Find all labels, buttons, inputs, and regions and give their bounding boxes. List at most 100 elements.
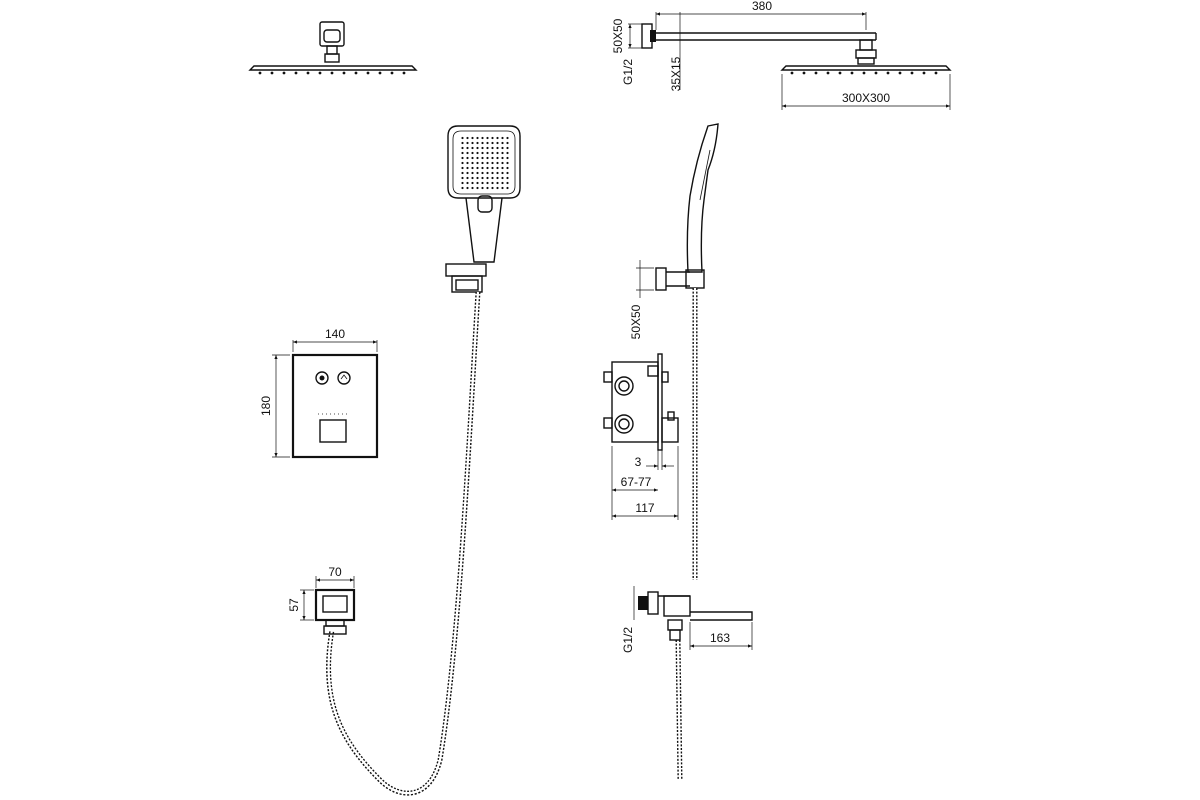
hand-nozzle-dot	[461, 171, 464, 175]
hand-nozzle-dot	[481, 171, 484, 175]
hand-nozzle-dot	[491, 181, 494, 185]
hand-nozzle-dot	[481, 166, 484, 170]
nozzle-dot	[402, 71, 406, 75]
hand-nozzle-dot	[471, 176, 474, 180]
hand-nozzle-dot	[491, 161, 494, 165]
nozzle-dot	[934, 71, 938, 75]
dim-spout-thread: G1/2	[621, 627, 635, 653]
nozzle-dot	[790, 71, 794, 75]
nozzle-dot	[366, 71, 370, 75]
nozzle-dot	[342, 71, 346, 75]
dim-flange-size: 50X50	[611, 18, 625, 53]
hand-nozzle-dot	[496, 186, 499, 190]
hand-nozzle-dot	[501, 181, 504, 185]
hand-nozzle-dot	[461, 186, 464, 190]
dim-arm-section: 35X15	[669, 56, 683, 91]
hand-nozzle-dot	[506, 161, 509, 165]
hand-nozzle-dot	[506, 166, 509, 170]
hand-nozzle-dot	[471, 181, 474, 185]
hand-nozzle-dot	[466, 146, 469, 150]
hand-nozzle-dot	[466, 136, 469, 140]
hand-nozzle-dot	[486, 161, 489, 165]
hand-nozzle-dot	[461, 161, 464, 165]
hand-nozzle-dot	[506, 156, 509, 160]
hand-nozzle-dot	[491, 146, 494, 150]
hand-nozzle-dot	[476, 186, 479, 190]
nozzle-dot	[390, 71, 394, 75]
nozzle-dot	[826, 71, 830, 75]
hand-nozzle-dot	[501, 156, 504, 160]
nozzle-dot	[874, 71, 878, 75]
hand-nozzle-dot	[471, 161, 474, 165]
hand-nozzle-dot	[506, 146, 509, 150]
hand-nozzle-dot	[506, 151, 509, 155]
dim-holder-flange: 50X50	[629, 304, 643, 339]
hand-nozzle-dot	[486, 186, 489, 190]
hand-shower-nozzles	[461, 136, 509, 190]
dim-spout-length: 163	[710, 631, 730, 645]
nozzle-dot	[354, 71, 358, 75]
hand-nozzle-dot	[471, 141, 474, 145]
hand-nozzle-dot	[501, 171, 504, 175]
spout-side-view: G1/2 163	[621, 586, 753, 653]
dim-arm-length: 380	[752, 0, 772, 13]
hand-nozzle-dot	[491, 176, 494, 180]
nozzle-dot	[378, 71, 382, 75]
nozzle-dot	[330, 71, 334, 75]
hand-nozzle-dot	[501, 161, 504, 165]
hand-nozzle-dot	[476, 156, 479, 160]
rain-head-nozzles-side	[790, 71, 938, 75]
hand-nozzle-dot	[496, 171, 499, 175]
hand-nozzle-dot	[491, 166, 494, 170]
wall-outlet: 70 57	[287, 565, 356, 635]
hand-nozzle-dot	[481, 181, 484, 185]
hand-nozzle-dot	[471, 166, 474, 170]
hand-nozzle-dot	[506, 136, 509, 140]
hand-nozzle-dot	[476, 146, 479, 150]
hand-nozzle-dot	[501, 186, 504, 190]
hand-nozzle-dot	[481, 176, 484, 180]
hand-nozzle-dot	[486, 166, 489, 170]
hand-nozzle-dot	[466, 181, 469, 185]
dim-box-depth: 117	[635, 501, 654, 515]
nozzle-dot	[886, 71, 890, 75]
hand-nozzle-dot	[471, 186, 474, 190]
nozzle-dot	[862, 71, 866, 75]
hand-nozzle-dot	[486, 171, 489, 175]
hand-nozzle-dot	[476, 166, 479, 170]
hand-nozzle-dot	[501, 146, 504, 150]
hand-nozzle-dot	[461, 181, 464, 185]
hand-nozzle-dot	[491, 136, 494, 140]
hand-nozzle-dot	[476, 141, 479, 145]
rain-head-side-view: 380 50X50 G1/2 35X15 300X300	[611, 0, 952, 110]
hand-nozzle-dot	[486, 146, 489, 150]
mixer-box-side-view: 3 67-77 117	[603, 353, 679, 520]
hand-nozzle-dot	[506, 171, 509, 175]
hand-nozzle-dot	[461, 166, 464, 170]
hand-nozzle-dot	[466, 161, 469, 165]
hand-shower-front-view	[445, 125, 521, 293]
hand-nozzle-dot	[506, 181, 509, 185]
nozzle-dot	[306, 71, 310, 75]
hand-nozzle-dot	[466, 141, 469, 145]
hand-nozzle-dot	[481, 156, 484, 160]
hand-nozzle-dot	[466, 171, 469, 175]
hand-nozzle-dot	[501, 141, 504, 145]
hand-nozzle-dot	[491, 151, 494, 155]
hand-nozzle-dot	[461, 151, 464, 155]
hand-nozzle-dot	[486, 136, 489, 140]
hand-nozzle-dot	[501, 151, 504, 155]
hand-nozzle-dot	[506, 176, 509, 180]
dim-head-size: 300X300	[842, 91, 890, 105]
hand-nozzle-dot	[461, 136, 464, 140]
nozzle-dot	[910, 71, 914, 75]
nozzle-dot	[838, 71, 842, 75]
hand-nozzle-dot	[476, 176, 479, 180]
nozzle-dot	[318, 71, 322, 75]
hand-nozzle-dot	[466, 186, 469, 190]
dim-outlet-width: 70	[328, 565, 342, 579]
hand-shower-side-view: 50X50	[629, 123, 719, 339]
hand-nozzle-dot	[476, 151, 479, 155]
hand-nozzle-dot	[501, 166, 504, 170]
hand-nozzle-dot	[486, 156, 489, 160]
